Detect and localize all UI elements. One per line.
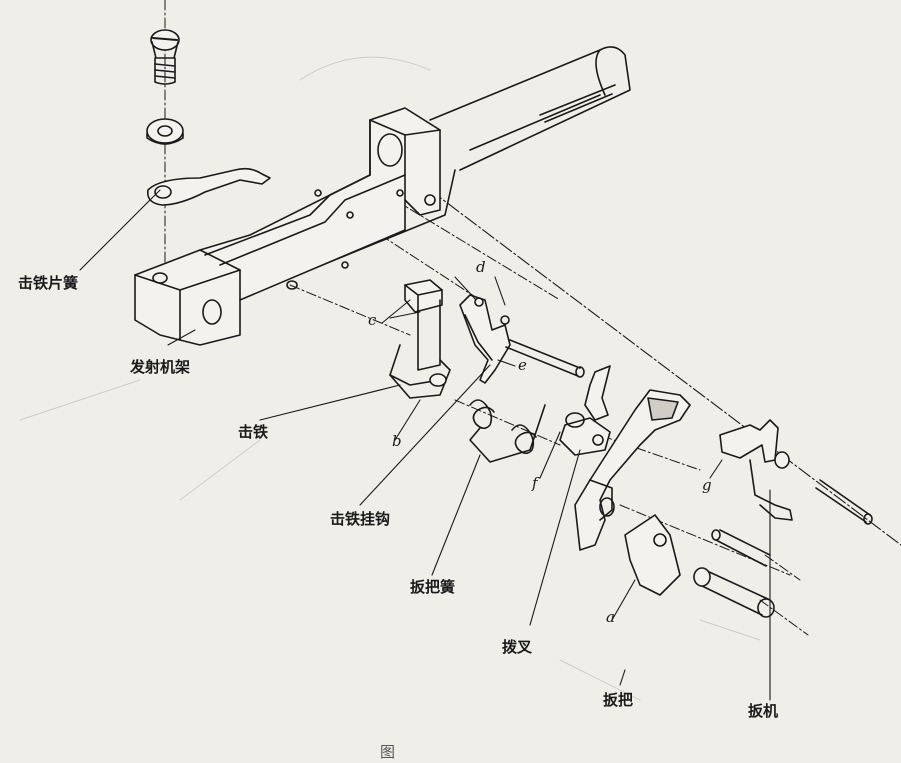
striker-hook-part [459, 294, 511, 384]
letter-a: a [606, 608, 615, 626]
trigger-part [719, 419, 793, 521]
fork-part [559, 365, 611, 456]
launch-frame-part [134, 107, 441, 346]
label-striker-leaf-spring: 击铁片簧 [18, 274, 79, 292]
letter-f: f [532, 474, 538, 492]
striker-part [389, 279, 451, 399]
handle-spring-part [469, 399, 546, 463]
label-launch-frame: 发射机架 [130, 358, 191, 376]
washer [146, 118, 184, 145]
leaf-spring-part [146, 167, 271, 206]
main-axis-line [429, 189, 901, 546]
label-handle-spring: 扳把簧 [410, 578, 456, 596]
label-striker: 击铁 [238, 423, 269, 441]
letter-b: b [392, 432, 402, 450]
label-striker-hook: 击铁挂钩 [330, 510, 391, 528]
label-handle: 扳把 [603, 691, 634, 709]
pin [505, 339, 585, 378]
letter-d: d [476, 258, 486, 276]
assembly-axis-lines [164, 0, 809, 636]
handle-pins [693, 529, 775, 618]
letter-c: c [368, 311, 377, 329]
figure-caption: 图 [380, 743, 396, 761]
label-trigger: 扳机 [748, 702, 779, 720]
letter-g: g [702, 476, 712, 494]
letter-e: e [518, 356, 527, 374]
label-fork: 拨叉 [502, 638, 533, 656]
handle-part [574, 389, 691, 596]
background-bleed [19, 56, 761, 701]
leader-lines [79, 189, 771, 701]
trigger-pin [815, 479, 873, 525]
screw [150, 29, 180, 85]
